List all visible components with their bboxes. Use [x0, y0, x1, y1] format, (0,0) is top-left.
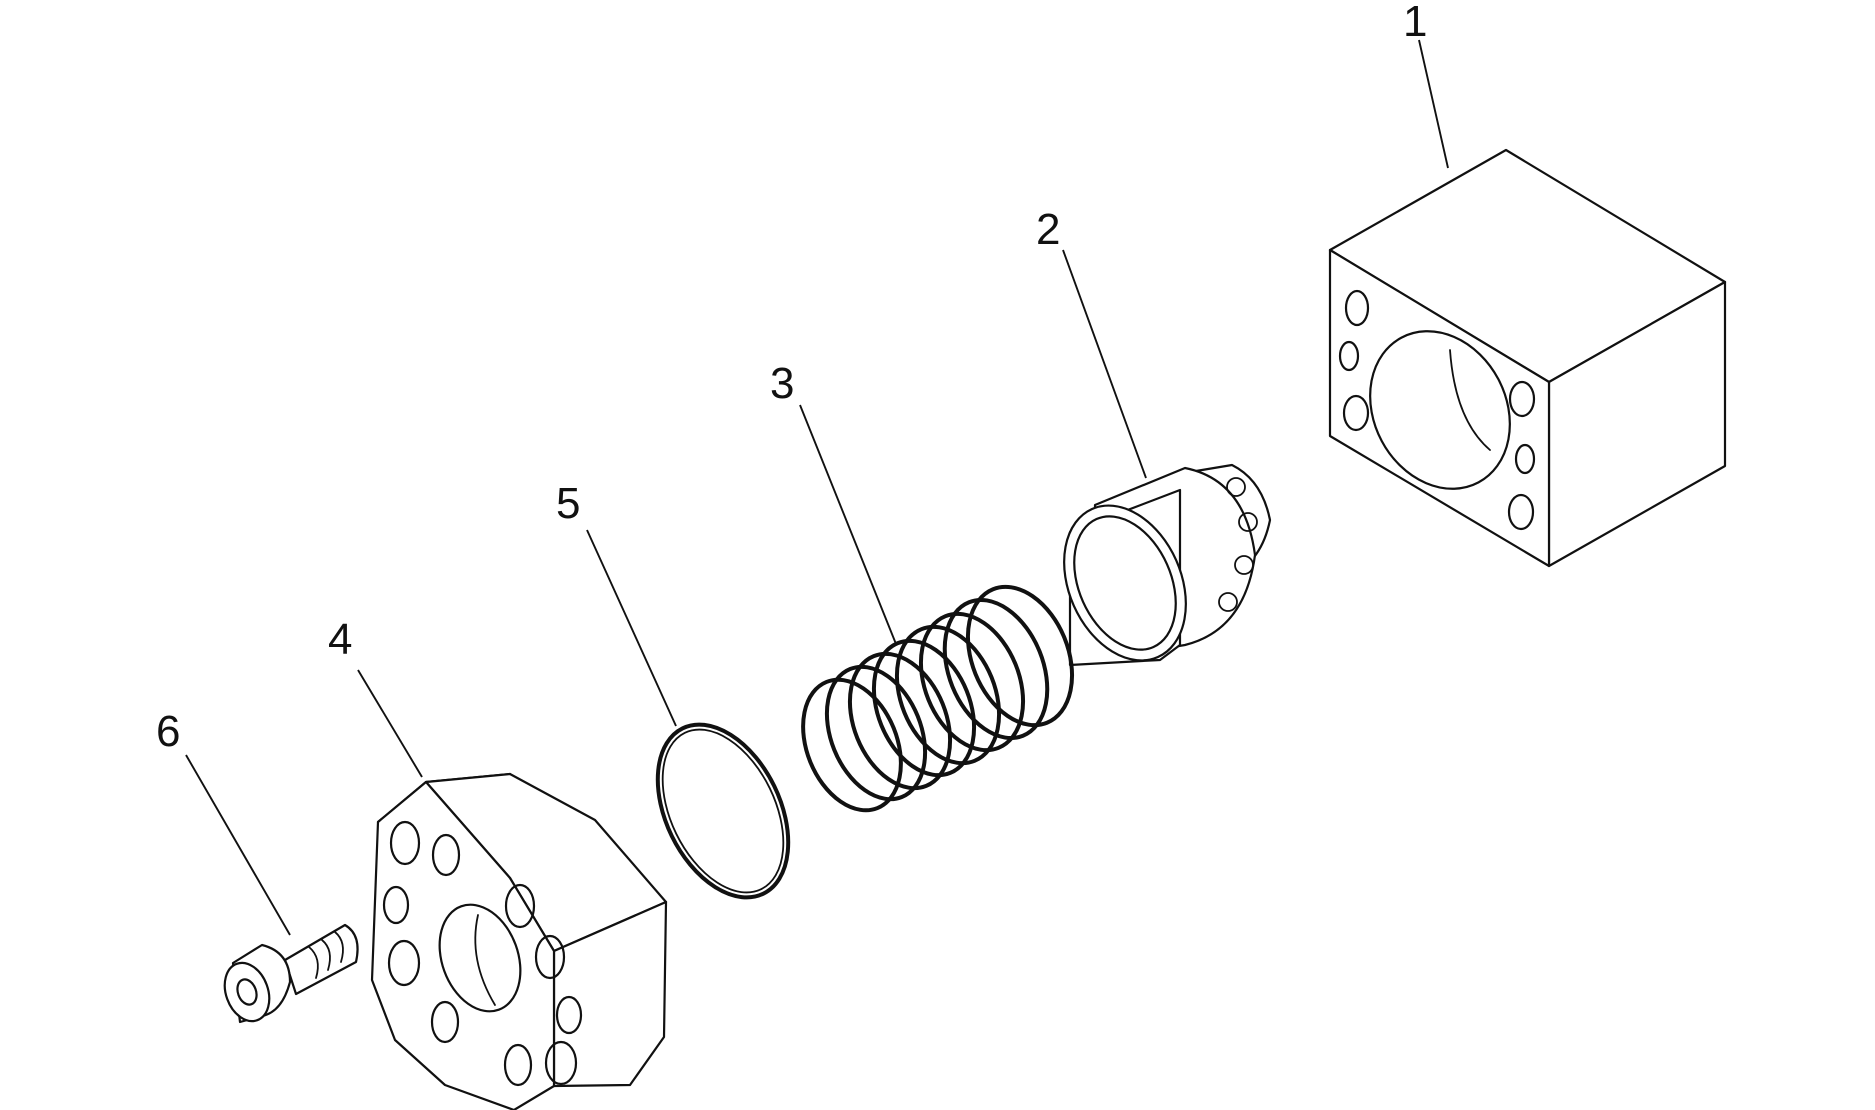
o-ring-outer	[655, 722, 791, 900]
part-4-hole-10	[544, 1040, 578, 1086]
part-4-bore-edge	[474, 914, 496, 1006]
part-4-hole-3	[382, 885, 410, 925]
part-2-port-2	[1238, 512, 1258, 532]
spring-coil-3	[847, 651, 953, 791]
leader-line-5	[586, 529, 677, 727]
part-6-screw-shank	[283, 923, 359, 996]
part-5-o-ring	[655, 722, 791, 900]
part-2-cup-inner	[1073, 515, 1177, 651]
part-2-port-1	[1226, 477, 1246, 497]
part-1-hole-5	[1514, 443, 1536, 475]
spring-coil-5	[894, 624, 1002, 766]
callout-5: 5	[556, 479, 580, 528]
part-2-port-4	[1218, 592, 1238, 612]
part-4-cover-flange	[370, 772, 668, 1110]
part-6-thread-lines	[308, 931, 344, 979]
spring-coil-6	[918, 611, 1026, 753]
part-1-hole-4	[1508, 380, 1536, 418]
spring-coil-8	[965, 584, 1075, 728]
leader-line-4	[357, 669, 423, 778]
leader-line-6	[185, 754, 291, 936]
part-3-spring	[801, 584, 1075, 813]
part-4-hole-6	[534, 934, 566, 980]
callout-labels: 1 2 3 5 4 6	[156, 0, 1427, 756]
part-6-hex-socket	[236, 978, 258, 1006]
callout-2: 2	[1036, 205, 1060, 254]
part-1-hole-6	[1507, 493, 1535, 531]
leader-line-1	[1418, 39, 1449, 169]
part-1-bore	[1369, 330, 1511, 490]
part-1-bore-edge	[1449, 349, 1491, 451]
part-4-front-face	[370, 780, 556, 1110]
part-4-hole-1	[389, 820, 421, 866]
part-1-valve-body	[1328, 148, 1727, 568]
callout-6: 6	[156, 707, 180, 756]
part-4-hole-2	[431, 833, 461, 877]
part-4-hole-5	[504, 883, 536, 929]
part-6-cap-screw	[223, 923, 359, 1024]
callout-3: 3	[770, 359, 794, 408]
part-1-hole-1	[1344, 289, 1370, 327]
part-1-hole-2	[1338, 340, 1360, 372]
spring-coil-7	[942, 597, 1050, 741]
callout-4: 4	[328, 615, 352, 664]
part-1-front-face	[1328, 248, 1551, 568]
part-6-screw-head-face	[223, 961, 271, 1023]
o-ring-inner	[661, 728, 785, 894]
part-4-hole-8	[430, 1000, 460, 1044]
spring-coil-2	[824, 664, 928, 802]
part-4-hole-7	[555, 995, 583, 1035]
part-2-spool	[1063, 463, 1272, 667]
part-4-center-bore	[438, 903, 522, 1013]
part-4-hole-9	[503, 1043, 533, 1087]
spring-coil-4	[871, 638, 977, 778]
leader-lines	[185, 39, 1449, 936]
leader-line-3	[799, 404, 897, 645]
callout-1: 1	[1403, 0, 1427, 46]
part-4-hole-4	[387, 939, 421, 987]
spring-coil-1	[801, 677, 903, 813]
part-2-port-3	[1234, 555, 1254, 575]
part-1-hole-3	[1342, 394, 1370, 432]
leader-line-2	[1062, 249, 1147, 479]
